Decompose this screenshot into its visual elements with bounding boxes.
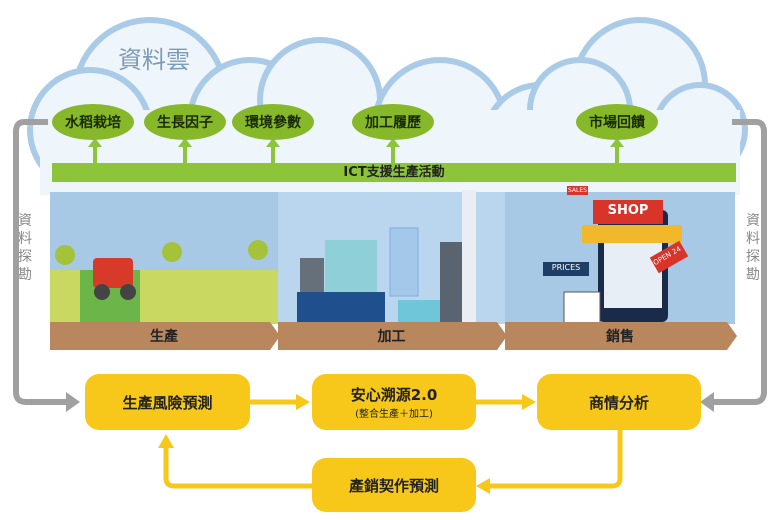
box-sublabel: (整合生產＋加工) [355,409,433,420]
up-arrows [88,138,624,163]
sales-flag: SALES [567,186,588,195]
box-market-analysis: 商情分析 [537,374,701,430]
stage-sales: 銷售 [606,329,634,345]
box-contract-forecast: 產銷契作預測 [312,458,476,512]
left-data-mining-label: 資料探勘 [18,213,32,283]
node-environment-params: 環境參數 [232,104,314,140]
tractor-icon [93,258,133,288]
ict-support-bar: ICT支援生產活動 [52,163,736,182]
panels [50,190,735,337]
node-market-feedback: 市場回饋 [576,104,658,140]
data-mining-loops [13,119,767,405]
box-label: 生產風險預測 [122,393,213,412]
stage-banners [50,322,737,350]
stage-processing: 加工 [377,329,406,345]
box-label: 安心溯源2.0 [350,386,438,404]
prices-sign: PRICES [551,263,581,272]
shop-icon [543,200,689,337]
box-traceability: 安心溯源2.0 (整合生產＋加工) [312,374,476,430]
node-rice-cultivation: 水稻栽培 [52,104,134,140]
factory-icon [297,190,476,324]
node-processing-history: 加工履歷 [352,104,434,140]
flow-arrows [163,399,623,489]
cloud-title: 資料雲 [118,46,190,74]
box-label: 產銷契作預測 [348,476,439,495]
right-data-mining-label: 資料探勘 [746,213,760,283]
shop-sign: SHOP [607,203,649,218]
box-label: 商情分析 [588,393,649,412]
node-growth-factors: 生長因子 [144,104,226,140]
stage-production: 生產 [150,329,178,345]
box-production-risk: 生產風險預測 [85,374,250,430]
